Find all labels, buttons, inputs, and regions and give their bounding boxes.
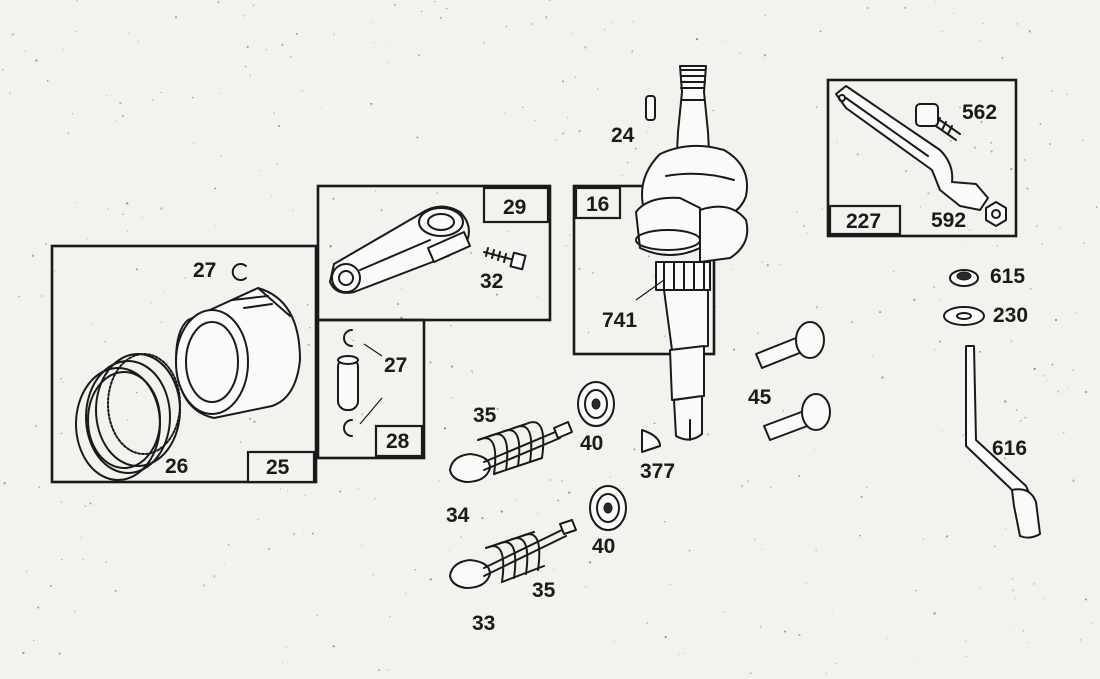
label-32: 32 (480, 270, 503, 293)
label-24: 24 (611, 124, 635, 147)
label-26: 26 (165, 455, 188, 478)
piston-part (175, 287, 301, 419)
valve-spring-upper (477, 421, 545, 475)
tag-box-28 (374, 424, 424, 458)
label-27-box: 27 (384, 354, 407, 377)
spring-615-part (949, 269, 979, 287)
piston-rings-part (75, 353, 181, 481)
label-230: 230 (993, 304, 1028, 327)
connecting-rod-part (329, 205, 471, 294)
label-377: 377 (640, 460, 675, 483)
label-29: 29 (503, 196, 526, 219)
retaining-clip-top (231, 263, 247, 281)
tappet-upper-part (755, 321, 825, 369)
rod-bolt-part (483, 247, 527, 271)
group-box-227 (826, 78, 1018, 238)
valve-spring-lower (485, 531, 545, 583)
label-741: 741 (602, 309, 637, 332)
tag-box-16 (574, 186, 622, 220)
wrist-pin-part (337, 329, 383, 437)
label-25: 25 (266, 456, 290, 479)
washer-230-part (943, 306, 985, 326)
label-615: 615 (990, 265, 1025, 288)
governor-shaft-616-part (965, 345, 1041, 539)
valve-retainer-upper (577, 381, 615, 427)
pin-24-part (645, 95, 656, 121)
label-592: 592 (931, 209, 966, 232)
group-box-29 (316, 184, 552, 322)
lever-bolt-562 (915, 103, 961, 141)
lever-nut-592 (985, 201, 1007, 227)
label-40-lower: 40 (592, 535, 615, 558)
label-616: 616 (992, 437, 1027, 460)
label-35-lower: 35 (532, 579, 556, 602)
label-562: 562 (962, 101, 997, 124)
exhaust-valve-part (449, 421, 573, 483)
governor-lever-part (835, 85, 989, 211)
group-box-28 (316, 318, 426, 460)
label-35-upper: 35 (473, 404, 497, 427)
label-33: 33 (472, 612, 495, 635)
tag-box-25 (246, 450, 316, 484)
tappet-lower-part (763, 393, 831, 441)
label-27-top: 27 (193, 259, 216, 282)
intake-valve-part (449, 519, 577, 589)
group-box-25 (50, 244, 318, 484)
label-28: 28 (386, 430, 410, 453)
label-34: 34 (446, 504, 470, 527)
label-227: 227 (846, 210, 881, 233)
leader-741 (635, 279, 665, 301)
label-40-upper: 40 (580, 432, 603, 455)
label-16: 16 (586, 193, 609, 216)
woodruff-key-part (641, 429, 661, 453)
valve-retainer-lower (589, 485, 627, 531)
crankshaft-part (635, 65, 749, 441)
tag-box-227 (828, 204, 902, 236)
label-45: 45 (748, 386, 772, 409)
tag-box-29 (482, 186, 550, 224)
